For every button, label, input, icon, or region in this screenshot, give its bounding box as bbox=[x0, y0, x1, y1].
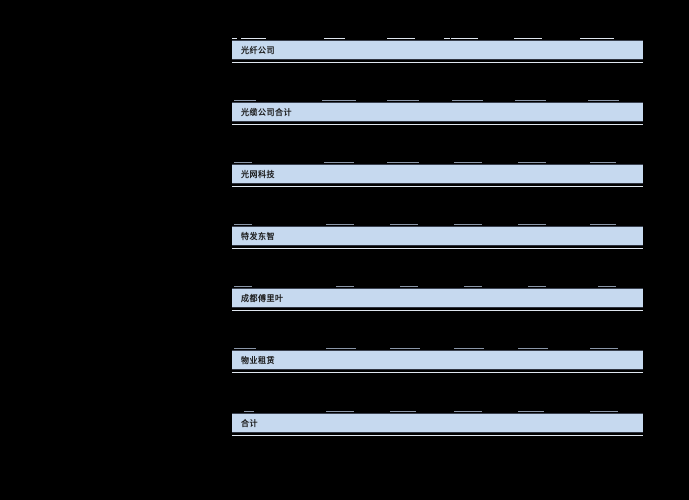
section-label: 光网科技 bbox=[241, 168, 275, 179]
divider bbox=[232, 248, 643, 249]
cut-off-row-above bbox=[232, 224, 643, 226]
section-header-band: 光纤公司 bbox=[232, 40, 643, 60]
section-row-property-leasing: 物业租赁 bbox=[232, 348, 643, 374]
divider bbox=[232, 435, 643, 436]
divider bbox=[232, 124, 643, 125]
cut-off-row-above bbox=[232, 348, 643, 350]
divider bbox=[232, 62, 643, 63]
section-label: 光缆公司合计 bbox=[241, 106, 292, 117]
section-header-band: 光缆公司合计 bbox=[232, 102, 643, 122]
cut-off-row-above bbox=[232, 38, 643, 40]
cut-off-row-above bbox=[232, 162, 643, 164]
section-row-optical-network-tech: 光网科技 bbox=[232, 162, 643, 188]
section-row-chengdu-fourier: 成都傅里叶 bbox=[232, 286, 643, 312]
divider bbox=[232, 186, 643, 187]
cut-off-row-above bbox=[232, 286, 643, 288]
section-row-optical-fiber: 光纤公司 bbox=[232, 38, 643, 64]
divider bbox=[232, 310, 643, 311]
section-header-band: 成都傅里叶 bbox=[232, 288, 643, 308]
section-header-band: 特发东智 bbox=[232, 226, 643, 246]
section-header-band: 光网科技 bbox=[232, 164, 643, 184]
divider bbox=[232, 372, 643, 373]
section-label: 物业租赁 bbox=[241, 354, 275, 365]
cut-off-row-above bbox=[232, 411, 643, 413]
section-label: 合计 bbox=[241, 417, 258, 428]
cut-off-row-above bbox=[232, 100, 643, 102]
section-header-band: 物业租赁 bbox=[232, 350, 643, 370]
section-row-optical-cable-total: 光缆公司合计 bbox=[232, 100, 643, 126]
section-label: 成都傅里叶 bbox=[241, 292, 284, 303]
section-header-band: 合计 bbox=[232, 413, 643, 433]
section-label: 特发东智 bbox=[241, 230, 275, 241]
section-label: 光纤公司 bbox=[241, 44, 275, 55]
section-row-tefa-dongzhi: 特发东智 bbox=[232, 224, 643, 250]
section-row-grand-total: 合计 bbox=[232, 411, 643, 437]
